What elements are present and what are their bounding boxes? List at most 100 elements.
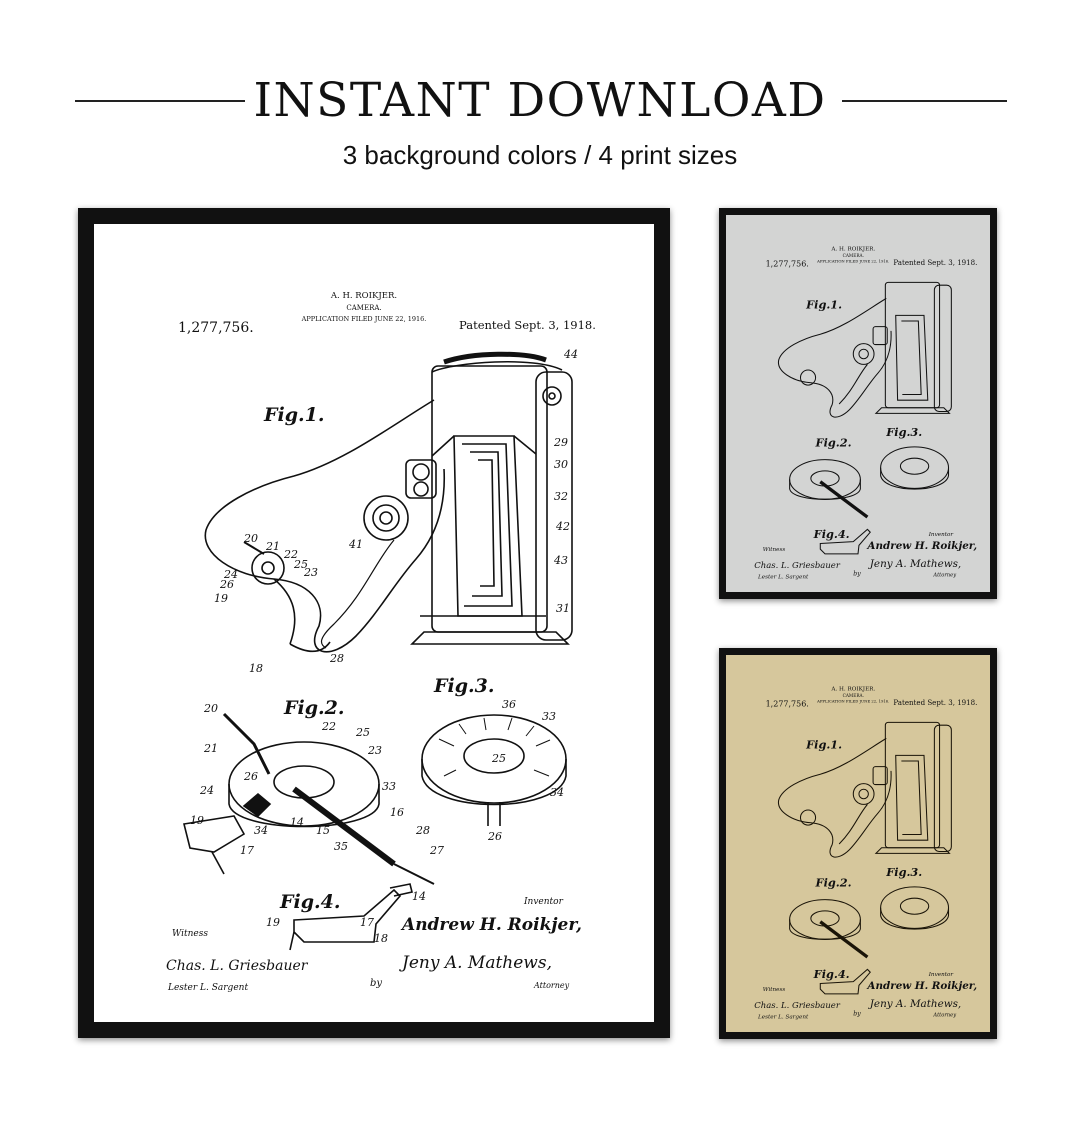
fig1-label: Fig.1. [263, 404, 324, 426]
svg-text:26: 26 [243, 770, 258, 783]
svg-text:20: 20 [243, 532, 258, 545]
svg-text:23: 23 [367, 744, 382, 757]
svg-text:28: 28 [329, 652, 344, 665]
patent-drawing-gray: A. H. ROIKJER. CAMERA. APPLICATION FILED… [754, 246, 977, 580]
inventor-label: Inventor [523, 897, 564, 907]
svg-text:27: 27 [429, 844, 444, 857]
svg-text:29: 29 [553, 436, 568, 449]
witness-signature-2: Lester L. Sargent [167, 983, 248, 993]
svg-text:APPLICATION FILED JUNE 22, 191: APPLICATION FILED JUNE 22, 1916. [816, 260, 889, 264]
patent-patented-date: Patented Sept. 3, 1918. [459, 318, 596, 332]
svg-text:25: 25 [293, 558, 308, 571]
svg-text:14: 14 [290, 816, 304, 829]
svg-text:Fig.2.: Fig.2. [815, 435, 852, 449]
fig4-lever-drawing [289, 883, 413, 951]
svg-text:20: 20 [203, 702, 218, 715]
large-print-frame: A. H. ROIKJER. CAMERA. APPLICATION FILED… [78, 208, 670, 1038]
svg-text:25: 25 [491, 752, 506, 765]
attorney-signature: Jeny A. Mathews, [399, 953, 552, 973]
patent-inventor-header: A. H. ROIKJER. [330, 291, 397, 301]
gray-print-frame: A. H. ROIKJER. CAMERA. APPLICATION FILED… [719, 208, 997, 599]
svg-text:1,277,756.: 1,277,756. [766, 699, 809, 708]
svg-text:A. H. ROIKJER.: A. H. ROIKJER. [830, 686, 875, 692]
inventor-signature: Andrew H. Roikjer, [400, 915, 582, 935]
svg-text:CAMERA.: CAMERA. [843, 253, 864, 258]
gray-print-paper: A. H. ROIKJER. CAMERA. APPLICATION FILED… [726, 215, 990, 592]
svg-text:21: 21 [265, 540, 280, 553]
large-print-paper: A. H. ROIKJER. CAMERA. APPLICATION FILED… [94, 224, 654, 1022]
svg-text:34: 34 [254, 824, 268, 837]
svg-text:22: 22 [283, 548, 298, 561]
svg-text:Fig.1.: Fig.1. [805, 737, 842, 751]
vintage-print-paper: A. H. ROIKJER. CAMERA. APPLICATION FILED… [726, 655, 990, 1032]
svg-text:Fig.1.: Fig.1. [805, 297, 842, 311]
svg-text:Fig.2.: Fig.2. [815, 875, 852, 889]
fig2-trigger-drawing [183, 712, 435, 885]
witness-signature-1: Chas. L. Griesbauer [166, 958, 309, 974]
svg-text:32: 32 [554, 490, 568, 503]
svg-text:Fig.3.: Fig.3. [885, 425, 922, 439]
page-subtitle: 3 background colors / 4 print sizes [342, 140, 738, 170]
fig4-reference-numbers: 14 19 17 18 [266, 890, 426, 945]
svg-text:Andrew H. Roikjer,: Andrew H. Roikjer, [866, 540, 977, 552]
patent-drawing-vintage: A. H. ROIKJER. CAMERA. APPLICATION FILED… [754, 686, 977, 1020]
svg-text:19: 19 [266, 916, 280, 929]
page-title: INSTANT DOWNLOAD [253, 73, 827, 128]
svg-text:by: by [853, 571, 861, 578]
title-rule-right [842, 100, 1007, 102]
attorney-label: Attorney [533, 981, 570, 990]
svg-text:Lester L. Sargent: Lester L. Sargent [757, 574, 809, 580]
patent-drawing-large: A. H. ROIKJER. CAMERA. APPLICATION FILED… [166, 291, 596, 993]
svg-text:24: 24 [199, 784, 214, 797]
svg-text:Jeny A. Mathews,: Jeny A. Mathews, [868, 558, 961, 570]
by-label: by [370, 978, 382, 989]
svg-text:14: 14 [412, 890, 426, 903]
svg-text:CAMERA.: CAMERA. [843, 693, 864, 698]
patent-subject: CAMERA. [346, 304, 381, 312]
fig3-label: Fig.3. [433, 675, 494, 697]
fig3-reference-numbers: 36 33 25 34 26 [487, 698, 564, 843]
fig1-camera-drawing [204, 351, 573, 653]
svg-text:1,277,756.: 1,277,756. [766, 259, 809, 268]
svg-text:41: 41 [348, 538, 363, 551]
svg-text:33: 33 [382, 780, 396, 793]
vintage-print-frame: A. H. ROIKJER. CAMERA. APPLICATION FILED… [719, 648, 997, 1039]
svg-text:18: 18 [374, 932, 388, 945]
svg-text:43: 43 [553, 554, 568, 567]
svg-text:19: 19 [214, 592, 228, 605]
fig1-reference-numbers: 44 29 30 32 42 43 31 41 20 21 22 25 23 2… [214, 348, 578, 675]
svg-text:25: 25 [355, 726, 370, 739]
svg-text:21: 21 [203, 742, 218, 755]
fig3-dial-drawing [421, 714, 567, 826]
fig2-reference-numbers: 20 21 22 25 23 24 26 33 19 34 14 15 16 1… [190, 702, 444, 857]
svg-text:33: 33 [542, 710, 556, 723]
svg-text:by: by [853, 1011, 861, 1018]
svg-text:15: 15 [316, 824, 330, 837]
svg-text:Jeny A. Mathews,: Jeny A. Mathews, [868, 998, 961, 1010]
svg-text:22: 22 [321, 720, 336, 733]
svg-text:Fig.4.: Fig.4. [813, 527, 850, 541]
patent-filed: APPLICATION FILED JUNE 22, 1916. [301, 315, 427, 323]
svg-text:Attorney: Attorney [932, 1013, 956, 1019]
svg-text:44: 44 [563, 348, 578, 361]
svg-text:28: 28 [415, 824, 430, 837]
svg-text:31: 31 [556, 602, 570, 615]
witness-label: Witness [172, 929, 208, 939]
svg-text:23: 23 [303, 566, 318, 579]
svg-text:16: 16 [390, 806, 404, 819]
patent-number: 1,277,756. [178, 320, 254, 336]
svg-text:Fig.4.: Fig.4. [813, 967, 850, 981]
svg-text:34: 34 [550, 786, 564, 799]
svg-text:35: 35 [334, 840, 348, 853]
fig4-label: Fig.4. [279, 891, 340, 913]
svg-text:Witness: Witness [763, 547, 786, 553]
svg-text:26: 26 [219, 578, 234, 591]
svg-text:Patented Sept. 3, 1918.: Patented Sept. 3, 1918. [893, 258, 977, 267]
svg-text:Witness: Witness [763, 987, 786, 993]
fig2-label: Fig.2. [283, 697, 344, 719]
svg-text:17: 17 [240, 844, 254, 857]
title-rule-left [75, 100, 245, 102]
svg-text:17: 17 [360, 916, 374, 929]
svg-text:26: 26 [487, 830, 502, 843]
svg-text:Patented Sept. 3, 1918.: Patented Sept. 3, 1918. [893, 698, 977, 707]
